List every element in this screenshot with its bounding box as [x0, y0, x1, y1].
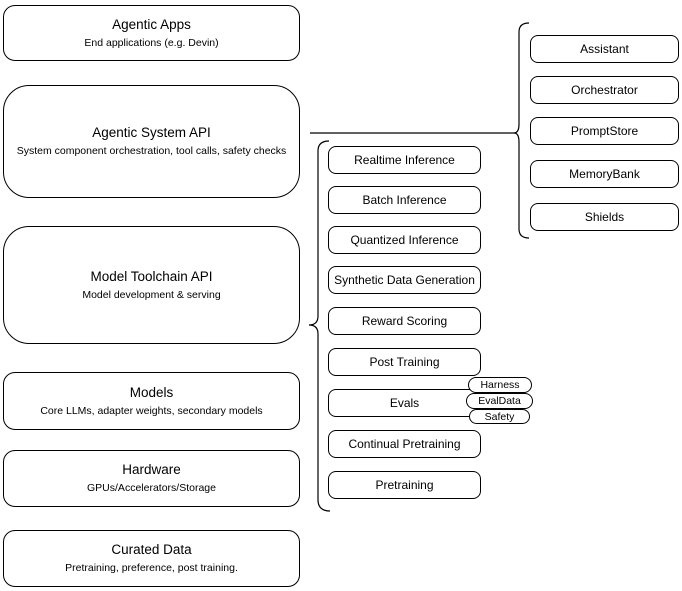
node-label: Reward Scoring: [361, 314, 448, 328]
node-subtitle: End applications (e.g. Devin): [84, 36, 219, 49]
node-label: Synthetic Data Generation: [334, 273, 475, 287]
node-label: Assistant: [580, 42, 629, 56]
node-agentic-system-api: Agentic System API System component orch…: [3, 85, 300, 198]
node-orchestrator: Orchestrator: [530, 76, 679, 104]
node-continual-pretraining: Continual Pretraining: [328, 430, 481, 458]
node-label: Batch Inference: [362, 193, 447, 207]
system-components-brace: [513, 22, 530, 239]
node-title: Hardware: [122, 462, 181, 477]
node-title: Curated Data: [111, 542, 192, 557]
toolchain-brace: [308, 140, 331, 512]
tag-label: Harness: [480, 379, 520, 391]
node-quantized-inference: Quantized Inference: [328, 226, 481, 254]
node-subtitle: GPUs/Accelerators/Storage: [87, 482, 216, 494]
node-subtitle: Pretraining, preference, post training.: [65, 562, 238, 574]
node-label: PromptStore: [570, 124, 639, 138]
node-models: Models Core LLMs, adapter weights, secon…: [3, 372, 300, 430]
tag-label: EvalData: [478, 395, 521, 407]
node-pretraining: Pretraining: [328, 471, 481, 499]
node-label: Orchestrator: [571, 83, 638, 97]
node-shields: Shields: [530, 203, 679, 231]
tag-label: Safety: [484, 410, 515, 423]
node-title: Agentic Apps: [112, 16, 191, 32]
tag-evaldata: EvalData: [466, 393, 533, 409]
node-label: MemoryBank: [569, 167, 640, 181]
node-subtitle: System component orchestration, tool cal…: [16, 145, 287, 157]
node-reward-scoring: Reward Scoring: [328, 307, 481, 335]
node-memorybank: MemoryBank: [530, 160, 679, 188]
node-realtime-inference: Realtime Inference: [328, 146, 481, 174]
node-evals: Evals: [328, 389, 481, 417]
node-label: Realtime Inference: [354, 153, 455, 167]
node-model-toolchain-api: Model Toolchain API Model development & …: [3, 226, 300, 344]
node-label: Evals: [389, 396, 420, 410]
node-subtitle: Core LLMs, adapter weights, secondary mo…: [40, 404, 263, 417]
node-batch-inference: Batch Inference: [328, 186, 481, 214]
node-hardware: Hardware GPUs/Accelerators/Storage: [3, 450, 300, 507]
node-post-training: Post Training: [328, 348, 481, 376]
node-title: Models: [129, 384, 174, 400]
tag-safety: Safety: [469, 409, 530, 424]
node-assistant: Assistant: [530, 35, 679, 63]
node-synthetic-data-generation: Synthetic Data Generation: [328, 266, 481, 294]
node-subtitle: Model development & serving: [82, 288, 221, 301]
node-label: Continual Pretraining: [348, 437, 461, 451]
tag-harness: Harness: [468, 377, 532, 393]
node-promptstore: PromptStore: [530, 117, 679, 145]
node-label: Post Training: [369, 355, 440, 369]
node-label: Quantized Inference: [350, 233, 459, 247]
node-title: Model Toolchain API: [90, 268, 213, 284]
node-label: Shields: [584, 210, 625, 224]
node-title: Agentic System API: [92, 125, 211, 140]
node-label: Pretraining: [375, 478, 434, 492]
node-curated-data: Curated Data Pretraining, preference, po…: [3, 530, 300, 587]
node-agentic-apps: Agentic Apps End applications (e.g. Devi…: [3, 5, 300, 61]
